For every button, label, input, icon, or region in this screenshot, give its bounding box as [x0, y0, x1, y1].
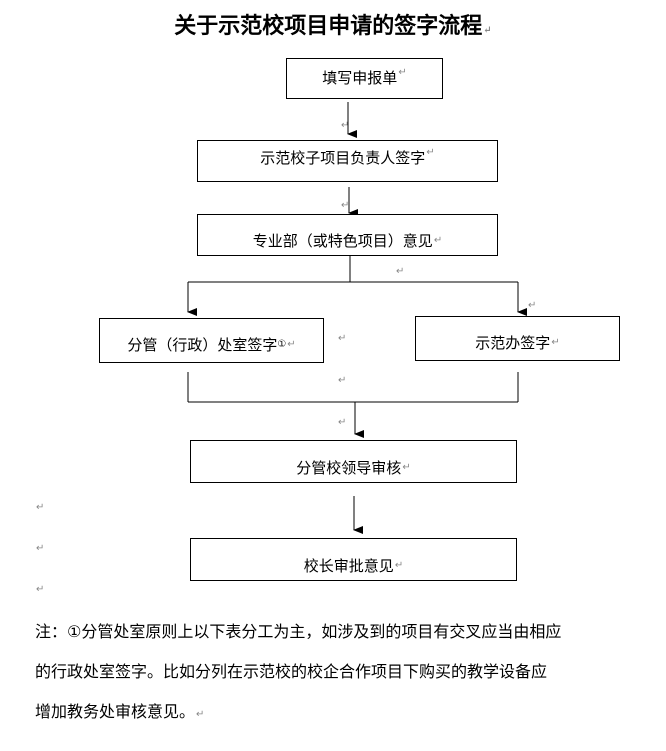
paragraph-mark: ↵ — [528, 300, 537, 311]
paragraph-mark: ↵ — [36, 543, 45, 554]
paragraph-mark: ↵ — [36, 584, 45, 595]
paragraph-mark: ↵ — [338, 333, 347, 344]
step-demo-office-sign: 示范办签字↵ — [415, 316, 620, 361]
paragraph-mark: ↵ — [338, 417, 347, 428]
step-fill-form: 填写申报单↵ — [286, 58, 443, 99]
footnote: 注：①分管处室原则上以下表分工为主，如涉及到的项目有交叉应当由相应 的行政处室签… — [35, 614, 645, 733]
step-project-leader-sign: 示范校子项目负责人签字↵ — [197, 140, 498, 182]
paragraph-mark: ↵ — [341, 200, 350, 211]
step-department-opinion: 专业部（或特色项目）意见↵ — [197, 214, 498, 256]
paragraph-mark: ↵ — [338, 375, 347, 386]
paragraph-mark: ↵ — [36, 502, 45, 513]
paragraph-mark: ↵ — [341, 120, 350, 131]
note-line-2: 的行政处室签字。比如分列在示范校的校企合作项目下购买的教学设备应 — [35, 662, 548, 681]
step-principal-approval: 校长审批意见↵ — [190, 538, 517, 581]
note-line-3: 增加教务处审核意见。↵ — [35, 702, 205, 721]
page-title: 关于示范校项目申请的签字流程↵ — [174, 13, 492, 39]
step-school-leader-review: 分管校领导审核↵ — [190, 440, 517, 483]
paragraph-mark: ↵ — [396, 266, 405, 277]
note-line-1: 注：①分管处室原则上以下表分工为主，如涉及到的项目有交叉应当由相应 — [35, 622, 562, 641]
